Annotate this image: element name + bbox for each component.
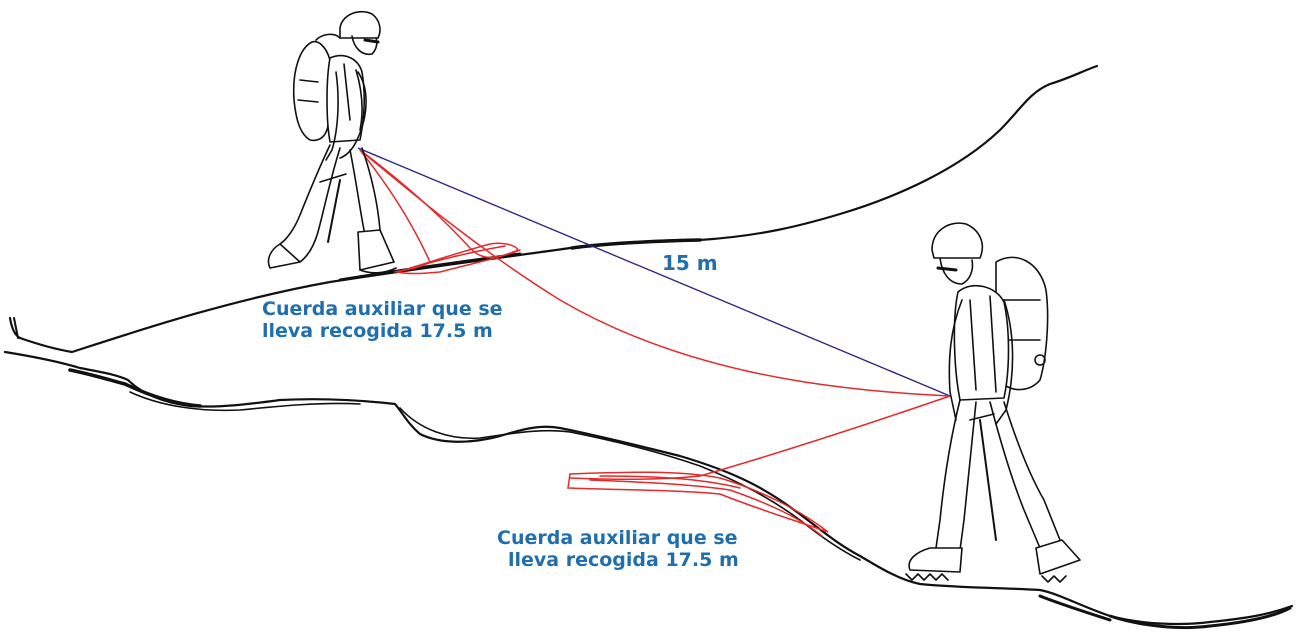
upper-climber xyxy=(267,10,397,274)
upper-rope-label: Cuerda auxiliar que se lleva recogida 17… xyxy=(262,298,503,342)
upper-slope xyxy=(8,64,1099,354)
lower-climber xyxy=(905,222,1081,583)
lower-rope-label-line1: Cuerda auxiliar que se xyxy=(497,527,738,549)
auxiliary-ropes xyxy=(359,149,951,537)
lower-rope-label: Cuerda auxiliar que se lleva recogida 17… xyxy=(497,527,739,571)
upper-rope-label-line1: Cuerda auxiliar que se xyxy=(262,298,503,320)
lower-rope-label-line2: lleva recogida 17.5 m xyxy=(508,549,739,571)
distance-text: 15 m xyxy=(662,251,718,275)
distance-label: 15 m xyxy=(662,252,718,274)
lower-slope xyxy=(3,350,1294,630)
upper-rope-label-line2: lleva recogida 17.5 m xyxy=(262,320,493,342)
main-rope xyxy=(357,147,951,397)
